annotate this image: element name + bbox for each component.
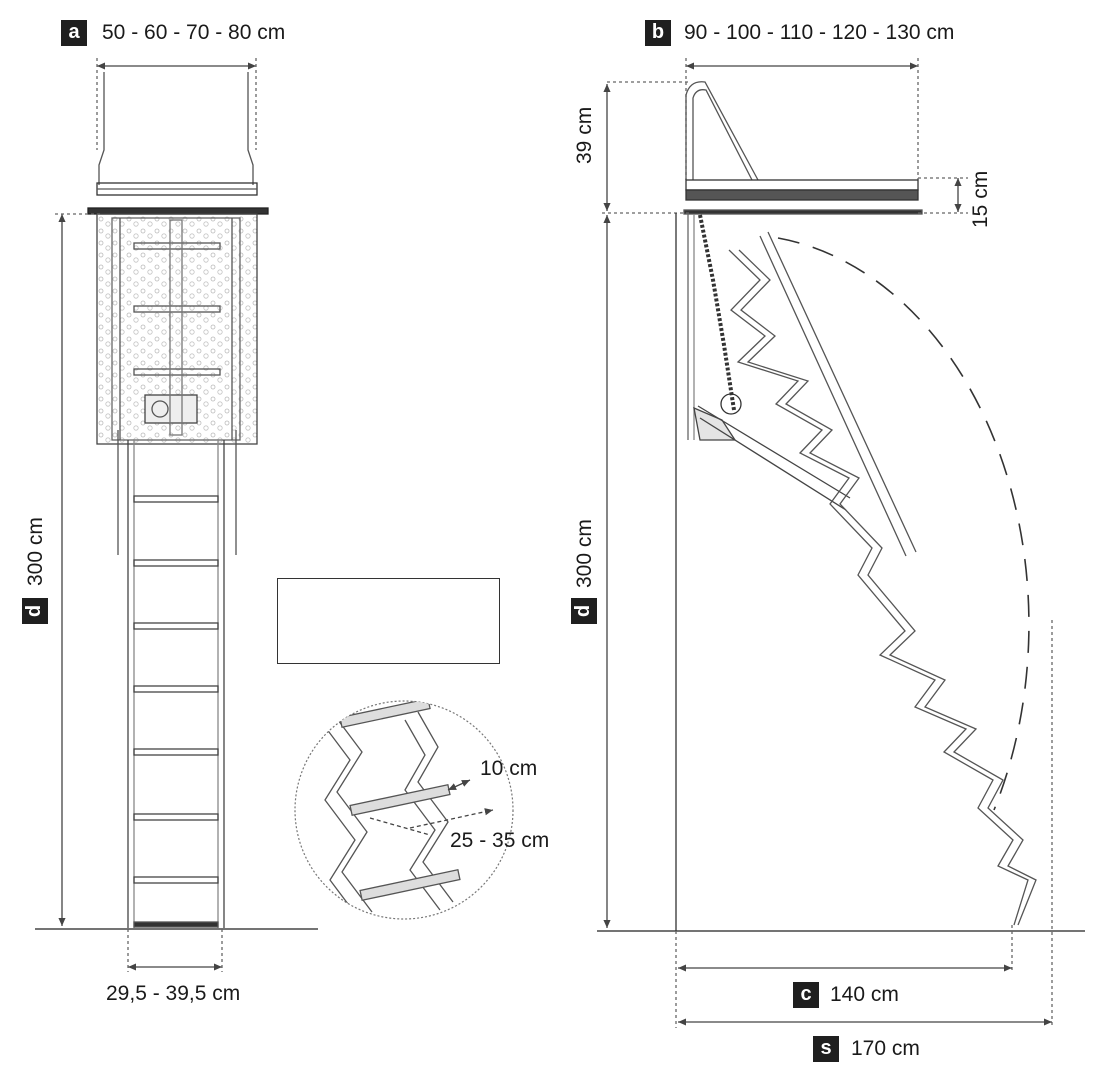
ladder-steps [133, 495, 219, 884]
telescopic-arm [697, 405, 851, 511]
label-rail-height: 39 cm [573, 106, 596, 164]
label-step-width: 29,5 - 39,5 cm [106, 982, 241, 1005]
swing-rod [759, 231, 917, 557]
label-step-spacing: 25 - 35 cm [450, 829, 550, 852]
label-height-right: 300 cm [573, 519, 596, 588]
motor [144, 394, 198, 424]
label-height-left: 300 cm [24, 517, 47, 586]
spring-chain [698, 214, 736, 411]
handrail-right [247, 72, 254, 185]
badge-a: a [61, 20, 87, 46]
side-handrail [685, 81, 759, 181]
label-step-gap: 10 cm [480, 757, 538, 780]
scissor-ladder [728, 249, 1037, 926]
handrail-left [98, 72, 105, 185]
side-view [597, 58, 1085, 1028]
badge-d-right: d [571, 598, 597, 624]
badge-b: b [645, 20, 671, 46]
label-b-widths: 90 - 100 - 110 - 120 - 130 cm [684, 21, 955, 44]
front-view [35, 58, 318, 972]
step-detail-circle [294, 700, 514, 920]
label-a-widths: 50 - 60 - 70 - 80 cm [102, 21, 286, 44]
blank-label-box [277, 578, 500, 664]
label-c-value: 140 cm [830, 983, 899, 1006]
badge-s: s [813, 1036, 839, 1062]
badge-d-left: d [22, 598, 48, 624]
swing-arc [777, 237, 1030, 811]
label-s-value: 170 cm [851, 1037, 920, 1060]
badge-c: c [793, 982, 819, 1008]
label-frame-depth: 15 cm [969, 170, 992, 228]
